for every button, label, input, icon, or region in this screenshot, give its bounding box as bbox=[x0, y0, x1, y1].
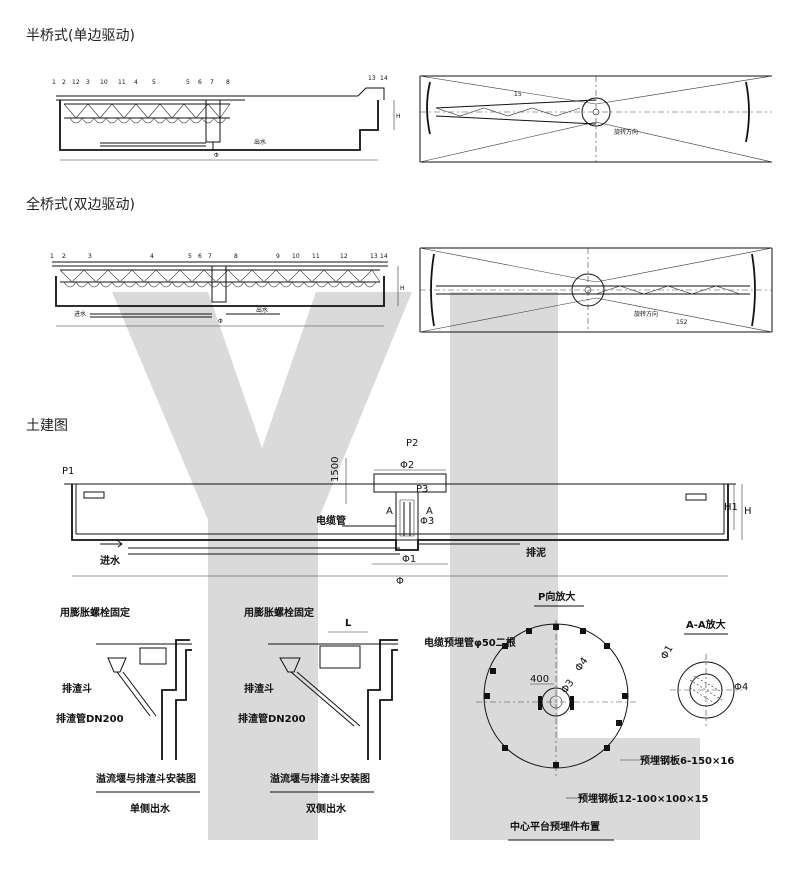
half-bridge-plan: 15 旋转方向 bbox=[419, 75, 773, 163]
hopper-label: 排渣斗 bbox=[62, 682, 92, 695]
section-title-civil: 土建图 bbox=[26, 418, 68, 434]
part-number: 10 bbox=[292, 253, 300, 260]
p2-label: P2 bbox=[406, 438, 418, 449]
part-number: 9 bbox=[276, 253, 280, 260]
dim-phi: Φ bbox=[214, 152, 219, 159]
part-number: 5 bbox=[188, 253, 192, 260]
dim-h: H bbox=[400, 285, 405, 292]
dim-400: 400 bbox=[530, 674, 549, 685]
aa-view-enlarged: A-A放大 Φ1 Φ4 bbox=[659, 618, 748, 726]
part-number: 2 bbox=[62, 79, 66, 86]
dim-phi3: Φ3 bbox=[559, 678, 576, 696]
dim-l: L bbox=[345, 618, 352, 629]
p3-label: P3 bbox=[416, 484, 428, 495]
part-number: 14 bbox=[380, 253, 388, 260]
section-a-right: A bbox=[426, 506, 433, 517]
part-number: 6 bbox=[198, 79, 202, 86]
dim-phi1: Φ1 bbox=[402, 554, 416, 565]
dim-h1: H1 bbox=[724, 502, 738, 513]
p-view-title: P向放大 bbox=[538, 590, 575, 603]
part-number: 1 bbox=[50, 253, 54, 260]
full-bridge-elevation: 1 2 3 4 5 6 7 8 9 10 11 12 13 14 进水 出水 Φ… bbox=[50, 253, 405, 327]
section-a-left: A bbox=[386, 506, 393, 517]
part-number: 1 bbox=[52, 79, 56, 86]
aa-view-title: A-A放大 bbox=[686, 618, 726, 631]
part-number: 14 bbox=[380, 75, 388, 82]
part-number: 12 bbox=[340, 253, 348, 260]
part-number: 11 bbox=[312, 253, 320, 260]
dim-phi3: Φ3 bbox=[420, 516, 434, 527]
anchor-note: 用膨胀螺栓固定 bbox=[243, 606, 314, 619]
part-number: 12 bbox=[72, 79, 80, 86]
civil-section: P1 P2 P3 1500 Φ2 Φ3 Φ1 Φ H H1 A A 电缆管 进水… bbox=[62, 438, 752, 587]
detail-title: 溢流堰与排渣斗安装图 bbox=[270, 772, 370, 785]
outflow-label: 出水 bbox=[256, 306, 268, 314]
detail-title: 溢流堰与排渣斗安装图 bbox=[96, 772, 196, 785]
detail-single-side: 用膨胀螺栓固定 排渣斗 排渣管DN200 溢流堰与排渣斗安装图 单侧出水 bbox=[56, 606, 200, 815]
discharge-label: 排泥 bbox=[526, 546, 546, 559]
outflow-label: 出水 bbox=[254, 138, 266, 146]
watermark-yl bbox=[112, 292, 700, 840]
detail-subtitle: 双侧出水 bbox=[306, 802, 347, 815]
inlet-label: 进水 bbox=[100, 554, 121, 567]
detail-subtitle: 单侧出水 bbox=[130, 802, 171, 815]
p-view-enlarged: P向放大 电缆预埋管φ50二根 400 Φ4 Φ3 预埋钢板6-150×16 预… bbox=[424, 590, 734, 841]
dim-phi: Φ bbox=[396, 576, 404, 587]
part-number: 3 bbox=[86, 79, 90, 86]
detail-double-side: L 用膨胀螺栓固定 排渣斗 排渣管DN200 溢流堰与排渣斗安装图 双侧出水 bbox=[238, 606, 398, 815]
rotation-direction-label: 旋转方向 bbox=[614, 128, 638, 136]
dim-phi: Φ bbox=[218, 318, 223, 325]
part-number: 6 bbox=[198, 253, 202, 260]
plan-mark-15: 15 bbox=[514, 91, 522, 98]
full-bridge-plan: 旋转方向 152 bbox=[419, 247, 773, 333]
part-number: 5 bbox=[186, 79, 190, 86]
plate-note-6: 预埋钢板6-150×16 bbox=[640, 754, 734, 767]
dim-1500: 1500 bbox=[330, 457, 341, 482]
part-number: 3 bbox=[88, 253, 92, 260]
embedded-plates bbox=[484, 624, 628, 768]
anchor-note: 用膨胀螺栓固定 bbox=[59, 606, 130, 619]
dim-h: H bbox=[744, 506, 752, 517]
part-number: 11 bbox=[118, 79, 126, 86]
dim-h: H bbox=[396, 113, 401, 120]
part-number: 7 bbox=[208, 253, 212, 260]
hopper-label: 排渣斗 bbox=[244, 682, 274, 695]
plan-mark-152: 152 bbox=[676, 319, 688, 326]
part-number: 4 bbox=[150, 253, 154, 260]
part-number: 10 bbox=[100, 79, 108, 86]
part-number: 13 bbox=[368, 75, 376, 82]
cable-pipe-label: 电缆管 bbox=[316, 514, 346, 527]
part-number: 7 bbox=[210, 79, 214, 86]
dim-phi4: Φ4 bbox=[573, 656, 590, 674]
half-bridge-elevation: 1 2 12 3 10 11 4 5 5 6 7 8 13 14 出水 Φ H bbox=[52, 75, 401, 161]
aa-phi4: Φ4 bbox=[734, 682, 748, 693]
part-number: 8 bbox=[234, 253, 238, 260]
part-number: 4 bbox=[134, 79, 138, 86]
dim-phi2: Φ2 bbox=[400, 460, 414, 471]
inflow-label: 进水 bbox=[74, 310, 86, 318]
p-view-caption: 中心平台预埋件布置 bbox=[510, 820, 600, 833]
rotation-direction-label: 旋转方向 bbox=[634, 310, 658, 318]
plate-note-12: 预埋钢板12-100×100×15 bbox=[578, 792, 709, 805]
cable-embed-note: 电缆预埋管φ50二根 bbox=[424, 636, 516, 649]
part-number: 8 bbox=[226, 79, 230, 86]
part-number: 2 bbox=[62, 253, 66, 260]
pipe-label: 排渣管DN200 bbox=[56, 712, 124, 725]
pipe-label: 排渣管DN200 bbox=[238, 712, 306, 725]
p1-label: P1 bbox=[62, 466, 74, 477]
half-bridge-part-numbers: 1 2 12 3 10 11 4 5 5 6 7 8 13 14 bbox=[52, 75, 388, 86]
part-number: 5 bbox=[152, 79, 156, 86]
section-title-half-bridge: 半桥式(单边驱动) bbox=[26, 28, 135, 44]
part-number: 13 bbox=[370, 253, 378, 260]
aa-phi1: Φ1 bbox=[659, 644, 676, 662]
full-bridge-part-numbers: 1 2 3 4 5 6 7 8 9 10 11 12 13 14 bbox=[50, 253, 388, 260]
section-title-full-bridge: 全桥式(双边驱动) bbox=[26, 196, 135, 213]
